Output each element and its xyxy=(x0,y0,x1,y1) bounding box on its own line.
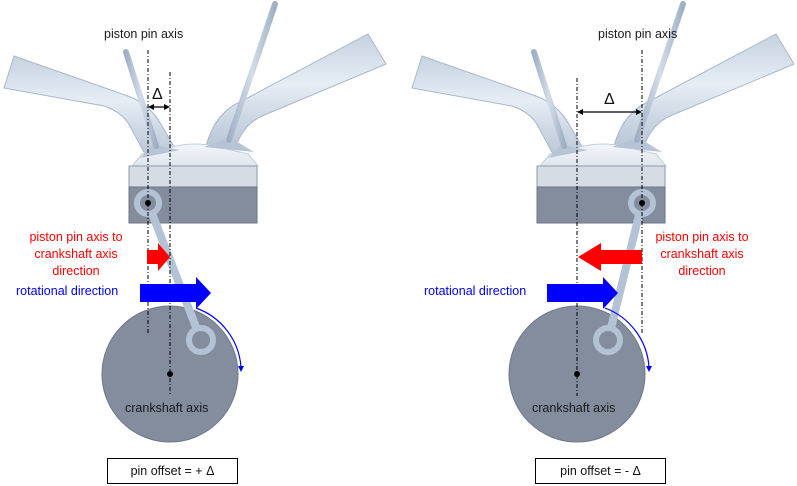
cylinder-head xyxy=(411,1,795,167)
rotation-curve-arrowhead xyxy=(646,366,652,372)
crank-pin-eye xyxy=(186,325,216,355)
direction-label-line-2: crankshaft axis xyxy=(34,247,118,261)
direction-label: piston pin axis to crankshaft axis direc… xyxy=(20,229,132,280)
direction-label-line-2: crankshaft axis xyxy=(660,247,744,261)
panel-positive-offset xyxy=(3,1,387,443)
piston-top xyxy=(536,165,666,188)
piston-pin-axis-label: piston pin axis xyxy=(598,27,678,41)
rotation-curve-arrowhead xyxy=(238,366,244,372)
piston-pin-axis-label: piston pin axis xyxy=(104,27,184,41)
direction-arrow-left xyxy=(578,243,642,271)
cylinder-head xyxy=(3,1,387,167)
pin-offset-box: pin offset = - Δ xyxy=(535,458,666,484)
intake-port xyxy=(411,55,585,157)
delta-dimension xyxy=(577,109,642,115)
exhaust-valve-stem xyxy=(634,1,686,143)
delta-label: Δ xyxy=(604,91,615,108)
intake-valve-stem xyxy=(531,49,567,149)
intake-valve-head xyxy=(548,146,588,158)
connecting-rod xyxy=(604,202,646,341)
direction-label: piston pin axis to crankshaft axis direc… xyxy=(646,229,758,280)
rotational-direction-arrow xyxy=(140,277,211,309)
crankshaft-axis-label: crankshaft axis xyxy=(532,401,616,415)
direction-label-line-1: piston pin axis to xyxy=(655,230,749,244)
direction-label-line-1: piston pin axis to xyxy=(29,230,123,244)
direction-label-line-3: direction xyxy=(678,264,726,278)
delta-dimension xyxy=(148,104,170,110)
exhaust-valve-head xyxy=(612,140,662,152)
crankshaft-center xyxy=(167,371,173,377)
crank-pin-eye xyxy=(593,325,623,355)
direction-arrow-right xyxy=(147,243,170,271)
connecting-rod xyxy=(144,201,205,342)
rotation-curve-arrow xyxy=(604,307,650,368)
rotational-direction-label: rotational direction xyxy=(424,284,527,298)
direction-label-line-3: direction xyxy=(52,264,100,278)
rotational-direction-arrow xyxy=(547,277,618,309)
delta-label: Δ xyxy=(152,86,163,103)
rotational-direction-label: rotational direction xyxy=(16,284,119,298)
intake-valve-head xyxy=(140,146,180,158)
exhaust-valve-stem xyxy=(226,1,278,143)
panel-negative-offset xyxy=(411,1,795,443)
crankshaft-axis-label: crankshaft axis xyxy=(125,401,209,415)
pin-offset-box: pin offset = + Δ xyxy=(107,458,238,484)
rotation-curve-arrow xyxy=(195,307,242,368)
exhaust-valve-head xyxy=(204,140,254,152)
intake-valve-stem xyxy=(123,49,159,149)
crankshaft-center xyxy=(574,371,580,377)
